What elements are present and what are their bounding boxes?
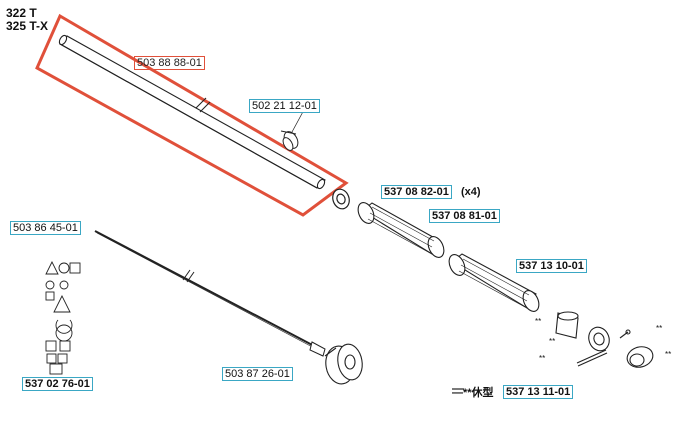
part-number-screw-set[interactable]: 537 08 82-01 [381, 185, 452, 199]
front-grip-drawing [357, 202, 445, 258]
decal-icons-drawing [45, 260, 81, 375]
marker-3: ** [539, 354, 546, 363]
drive-shaft-drawing [94, 230, 326, 357]
marker-5: ** [665, 350, 672, 359]
part-number-clip[interactable]: 502 21 12-01 [249, 99, 320, 113]
part-number-kit[interactable]: 537 13 11-01 [503, 385, 574, 399]
part-number-tube[interactable]: 503 88 88-01 [134, 56, 205, 70]
clip-drawing [280, 107, 306, 151]
quantity-note: (x4) [461, 186, 481, 198]
model-label-2: 325 T-X [6, 19, 49, 33]
legend-label: —**休型 [452, 387, 494, 399]
rear-grip-drawing [448, 253, 540, 312]
marker-1: ** [535, 317, 542, 326]
model-label-1: 322 T [6, 6, 37, 20]
part-number-clutch-drum[interactable]: 503 87 26-01 [222, 367, 293, 381]
part-number-drive-shaft[interactable]: 503 86 45-01 [10, 221, 81, 235]
marker-2: ** [549, 337, 556, 346]
part-number-grip-rear[interactable]: 537 13 10-01 [516, 259, 587, 273]
part-number-decal-kit[interactable]: 537 02 76-01 [22, 377, 93, 391]
part-number-grip-front[interactable]: 537 08 81-01 [429, 209, 500, 223]
tube-highlight-box [35, 13, 349, 217]
clutch-drum-drawing [324, 343, 363, 385]
marker-4: ** [656, 324, 663, 333]
bracket-drawing [555, 311, 654, 368]
tube-drawing [58, 34, 326, 190]
nut-drawing [332, 188, 350, 210]
